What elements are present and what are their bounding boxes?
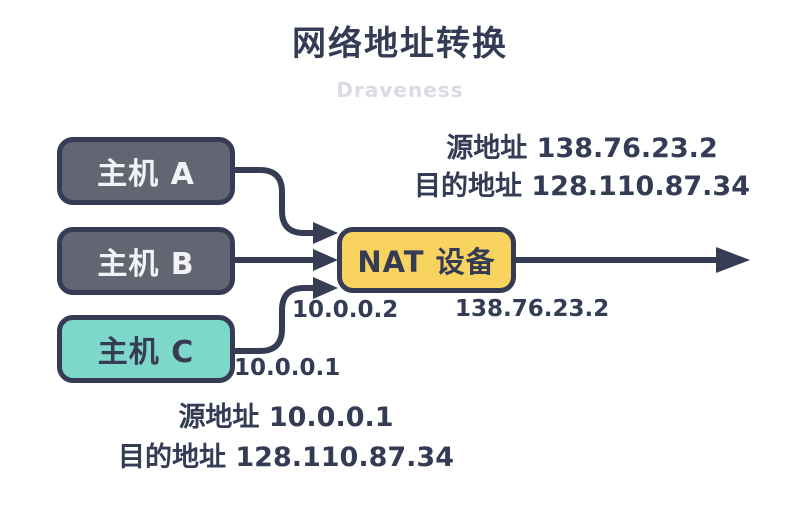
inbound-destination-address: 目的地址 128.110.87.34 — [117, 442, 455, 473]
nat-device-node: NAT 设备 — [337, 227, 516, 293]
inbound-source-address: 源地址 10.0.0.1 — [178, 402, 394, 433]
arrowhead-host-a-icon — [313, 222, 338, 244]
arrowhead-host-c-icon — [313, 277, 338, 299]
nat-device-label: NAT 设备 — [357, 245, 496, 279]
host-b-label: 主机 B — [97, 247, 195, 282]
host-c-ip-label: 10.0.0.1 — [234, 355, 341, 381]
nat-internal-ip-label: 10.0.0.2 — [292, 297, 399, 323]
outbound-source-address: 源地址 138.76.23.2 — [446, 133, 718, 164]
outbound-packet-text: 源地址 138.76.23.2 目的地址 128.110.87.34 — [398, 130, 766, 206]
arrowhead-outbound-icon — [716, 247, 750, 273]
host-c-node: 主机 C — [57, 315, 235, 383]
host-a-node: 主机 A — [57, 137, 235, 205]
watermark-text: Draveness — [336, 78, 464, 102]
inbound-packet-text: 源地址 10.0.0.1 目的地址 128.110.87.34 — [102, 398, 470, 478]
diagram-title: 网络地址转换 — [292, 24, 508, 64]
arrowhead-host-b-icon — [313, 249, 338, 271]
outbound-destination-address: 目的地址 128.110.87.34 — [413, 171, 751, 202]
connector-host-a-to-nat — [235, 167, 314, 236]
host-c-label: 主机 C — [97, 335, 195, 370]
host-a-label: 主机 A — [97, 157, 195, 192]
nat-external-ip-label: 138.76.23.2 — [455, 296, 610, 322]
host-b-node: 主机 B — [57, 227, 235, 295]
